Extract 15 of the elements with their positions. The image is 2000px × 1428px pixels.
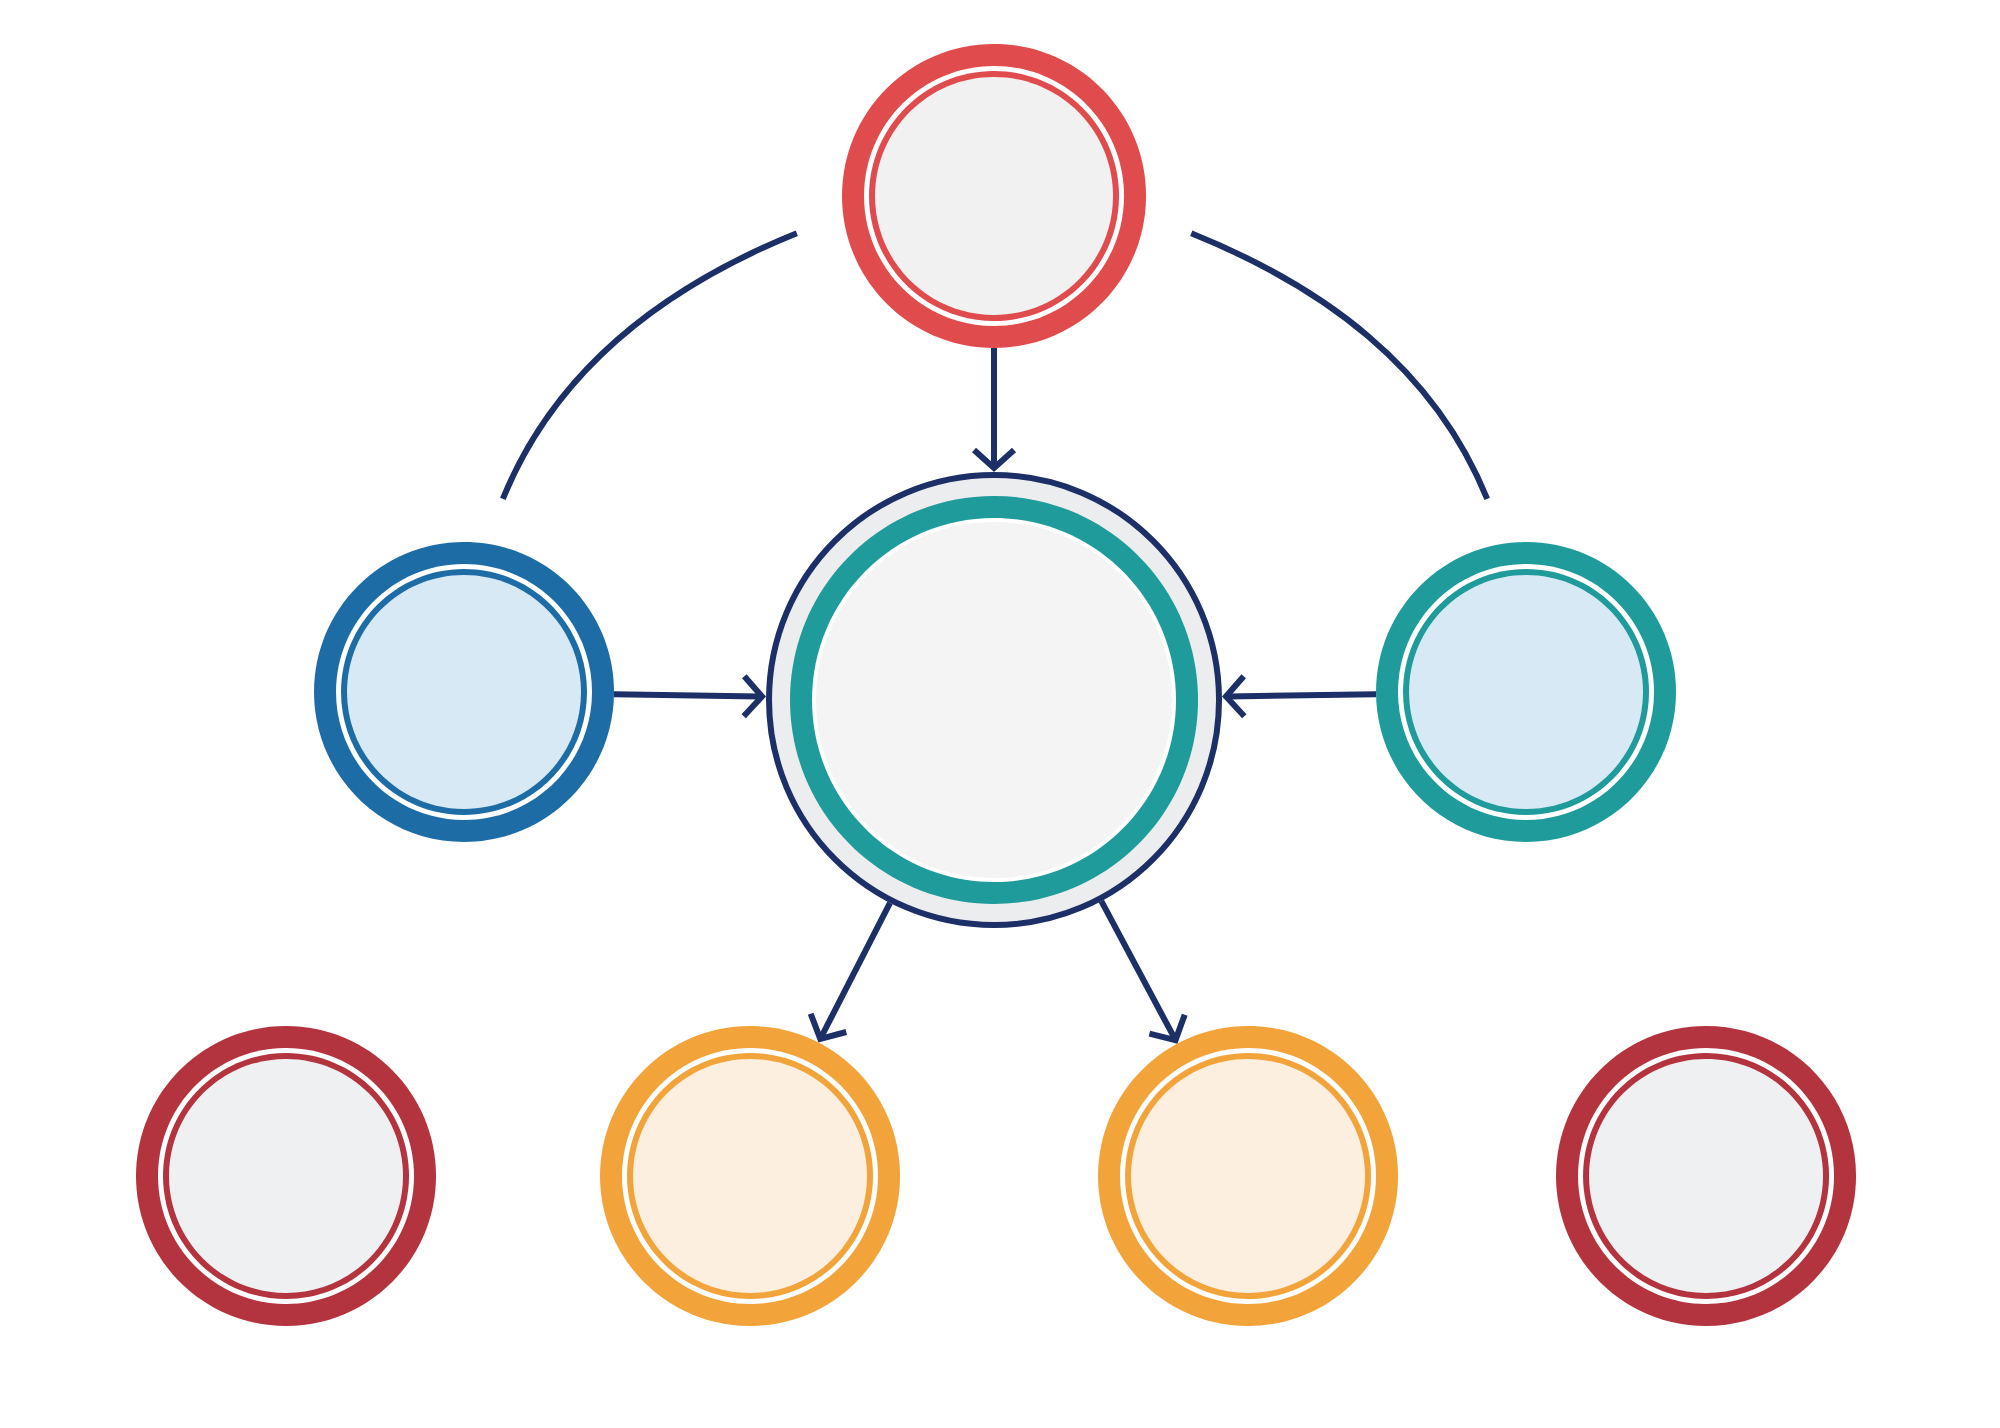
circle: [600, 1026, 900, 1326]
circle: [1556, 1026, 1857, 1326]
circle: [842, 44, 1146, 348]
circle: [314, 542, 614, 842]
arrow: [972, 348, 1017, 472]
circle: [766, 472, 1222, 928]
arrow: [1098, 899, 1188, 1044]
circle: [1098, 1026, 1399, 1326]
circle: [1376, 542, 1677, 842]
arrow: [1222, 674, 1377, 719]
arc: [500, 230, 798, 501]
circle: [136, 1026, 436, 1326]
arrow: [807, 901, 893, 1043]
arrow: [613, 674, 767, 719]
arc: [1190, 230, 1490, 501]
